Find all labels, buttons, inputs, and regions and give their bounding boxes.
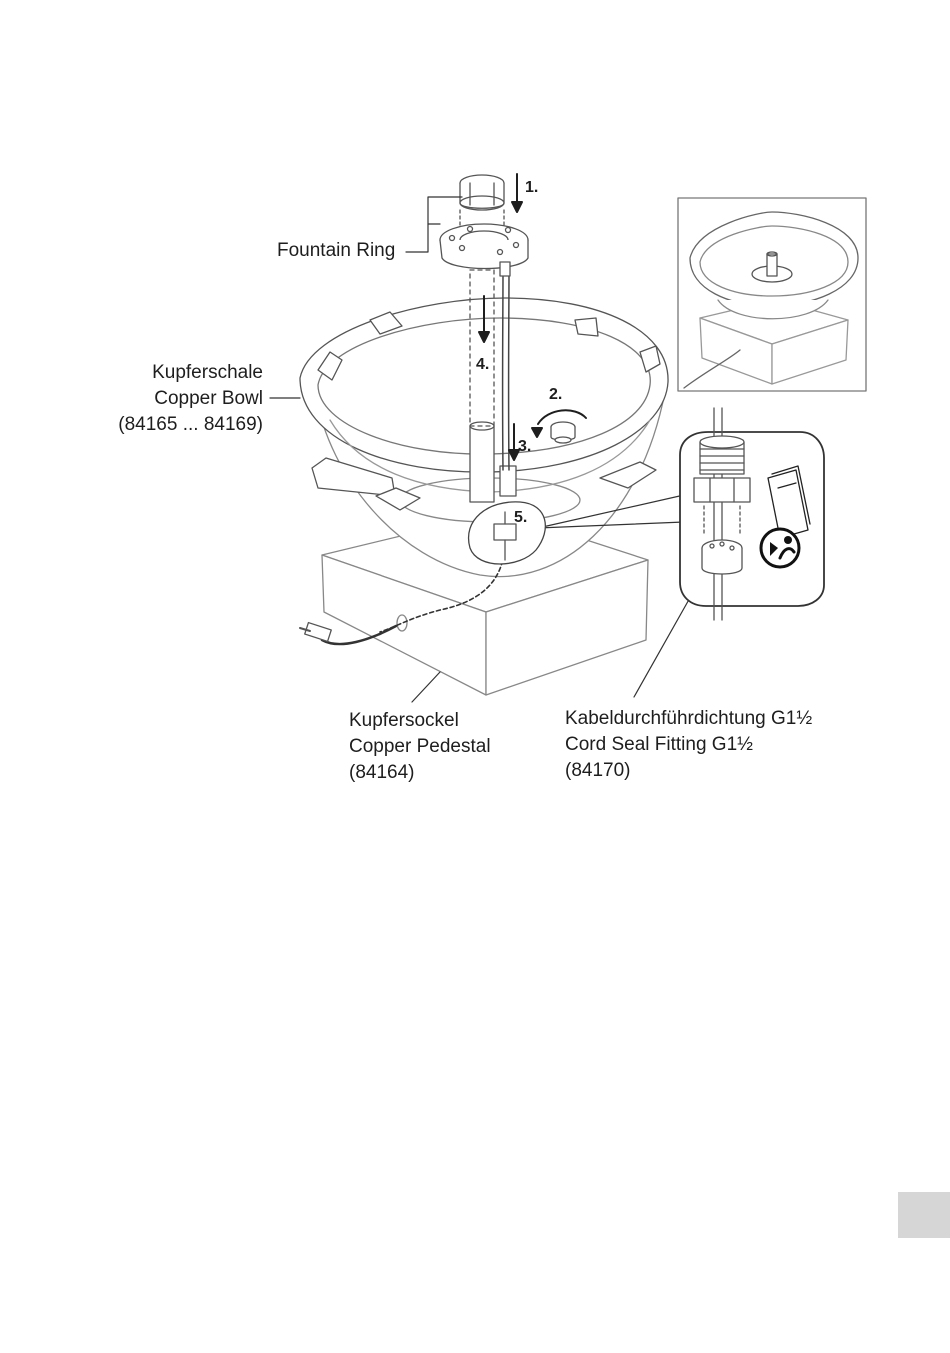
pedestal-label-en: Copper Pedestal — [349, 734, 491, 759]
step-2-label: 2. — [549, 386, 562, 403]
step-4-label: 4. — [476, 356, 489, 373]
pedestal-label-ref: (84164) — [349, 760, 415, 785]
seal-label-ref: (84170) — [565, 758, 631, 783]
step-1-label: 1. — [525, 179, 538, 196]
step-3-label: 3. — [518, 438, 531, 455]
bowl-label-de: Kupferschale — [152, 360, 263, 385]
seal-label-de: Kabeldurchführdichtung G1½ — [565, 706, 812, 731]
bowl-label-ref: (84165 ... 84169) — [118, 412, 263, 437]
read-instructions-icon — [761, 529, 799, 567]
fountain-ring-label: Fountain Ring — [277, 238, 395, 263]
bowl-label-en: Copper Bowl — [154, 386, 263, 411]
fountain-ring-parts — [440, 175, 528, 276]
page-edge-tab — [898, 1192, 950, 1238]
pedestal-label-de: Kupfersockel — [349, 708, 459, 733]
assembled-view-inset — [678, 198, 866, 391]
step-5-label: 5. — [514, 509, 527, 526]
sealing-plug — [551, 422, 575, 443]
seal-label-en: Cord Seal Fitting G1½ — [565, 732, 753, 757]
